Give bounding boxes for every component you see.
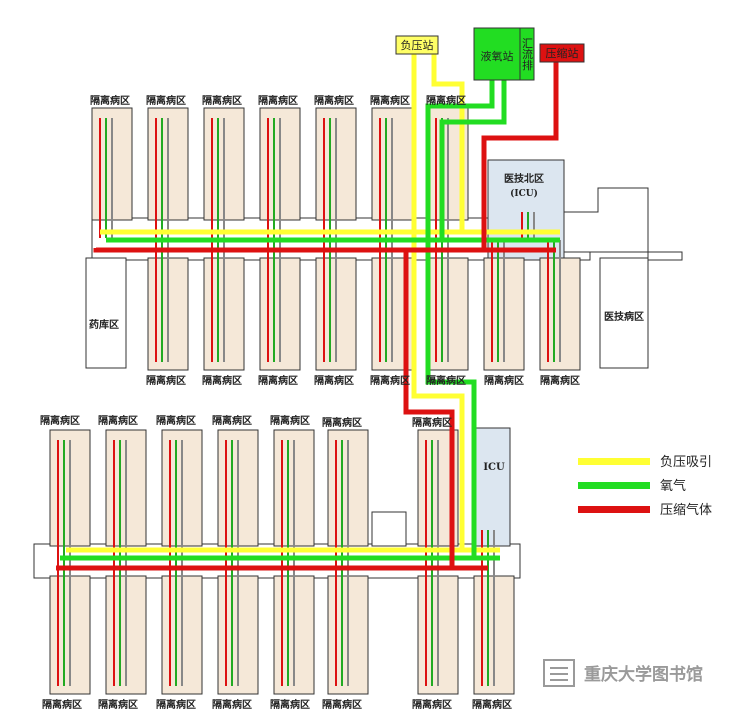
ward-label: 隔离病区 [412,698,452,711]
legend: 负压吸引 氧气 压缩气体 [578,455,712,518]
ward-label: 隔离病区 [258,374,298,387]
station-manifold: 汇流排 [519,27,535,81]
medical-tech-ward-label: 医技病区 [604,310,644,323]
ward-label: 隔离病区 [314,94,354,107]
area-labels: 隔离病区 隔离病区 隔离病区 隔离病区 隔离病区 隔离病区 隔离病区 隔离病区 … [40,94,644,711]
icu-south-block [475,427,511,547]
ward-label: 隔离病区 [212,698,252,711]
ward-label: 隔离病区 [370,374,410,387]
legend-item-negative-pressure: 负压吸引 [578,455,712,470]
legend-item-oxygen: 氧气 [578,478,686,494]
ward-label: 隔离病区 [40,414,80,427]
ward-label: 隔离病区 [258,94,298,107]
ward-label: 隔离病区 [42,698,82,711]
legend-label: 负压吸引 [660,455,712,470]
station-liquid-oxygen: 液氧站 [473,27,521,81]
station-negative-pressure: 负压站 [395,35,439,55]
icu-north-block [487,159,565,261]
ward-label: 隔离病区 [202,94,242,107]
east-wing [563,187,683,261]
south-upper-wards [49,429,459,570]
station-liquid-oxygen-label: 液氧站 [481,49,514,63]
ward-label: 隔离病区 [146,94,186,107]
north-building [85,107,683,371]
ward-label: 隔离病区 [270,414,310,427]
ward-label: 隔离病区 [156,698,196,711]
pharmacy-label: 药库区 [89,318,119,331]
south-building [33,427,521,695]
icu-north-label: (ICU) [510,188,538,199]
library-logo-icon [543,659,575,687]
ward-label: 隔离病区 [484,374,524,387]
legend-item-compressed-air: 压缩气体 [578,502,712,518]
pharmacy-block [85,257,127,369]
ward-label: 隔离病区 [98,414,138,427]
ward-label: 隔离病区 [540,374,580,387]
north-lower-wards [147,240,581,371]
north-upper-wards [91,107,469,238]
watermark: 重庆大学图书馆 [543,659,703,687]
ward-label: 隔离病区 [426,374,466,387]
ward-label: 隔离病区 [472,698,512,711]
ward-label: 隔离病区 [212,414,252,427]
pipeline-compressed-air [56,62,559,571]
station-air-compressor-label: 压缩站 [546,46,579,60]
ward-label: 隔离病区 [90,94,130,107]
station-air-compressor: 压缩站 [539,43,585,63]
station-negative-pressure-label: 负压站 [401,38,434,52]
ward-label: 隔离病区 [370,94,410,107]
watermark-text: 重庆大学图书馆 [584,664,703,685]
ward-label: 隔离病区 [98,698,138,711]
ward-label: 隔离病区 [412,416,452,429]
ward-label: 隔离病区 [322,416,362,429]
ward-label: 隔离病区 [314,374,354,387]
ward-label: 隔离病区 [270,698,310,711]
medical-tech-ward-block [599,257,649,369]
legend-label: 压缩气体 [660,502,712,518]
station-manifold-label: 汇流排 [521,37,534,71]
ward-label: 隔离病区 [146,374,186,387]
ward-label: 隔离病区 [156,414,196,427]
medical-tech-north-label: 医技北区 [504,172,544,185]
icu-south-label: ICU [483,462,505,473]
ward-label: 隔离病区 [426,94,466,107]
ward-label: 隔离病区 [322,698,362,711]
ward-label: 隔离病区 [202,374,242,387]
south-lower-wards [49,530,515,695]
legend-label: 氧气 [660,478,686,494]
